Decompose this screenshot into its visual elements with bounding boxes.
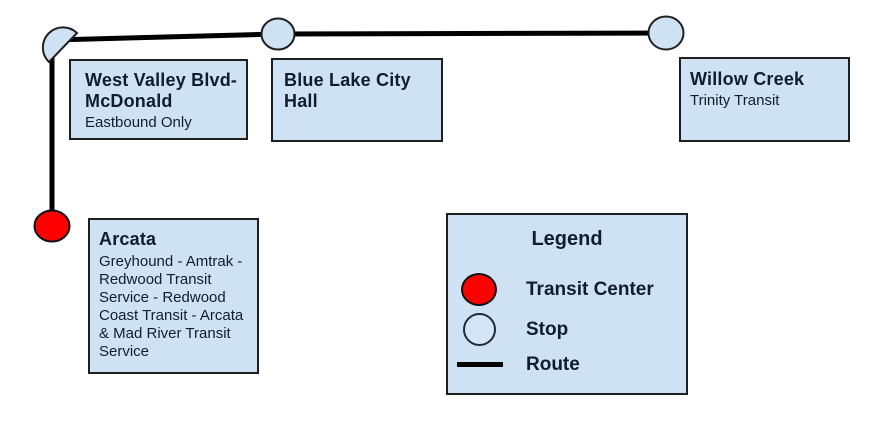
stop-subtitle: Eastbound Only [85,114,192,131]
transit-center-marker-arcata [33,209,71,243]
stop-subtitle: Trinity Transit [690,92,780,109]
legend-label-stop: Stop [526,319,569,340]
stop-subtitle: Greyhound - Amtrak - Redwood Transit Ser… [99,253,244,360]
legend-box: Legend Transit Center Stop Route [446,213,688,395]
legend-label-route: Route [526,354,580,375]
stop-box-west-valley: West Valley Blvd- McDonald Eastbound Onl… [69,59,248,140]
stop-title: Blue Lake City Hall [284,70,411,111]
stop-legend-icon [463,313,496,346]
legend-label-transit-center: Transit Center [526,279,654,300]
stop-title: Arcata [99,229,157,249]
corner-stop-marker [41,26,79,64]
stop-title: West Valley Blvd- McDonald [85,70,238,111]
route-legend-icon [457,362,503,367]
stop-title: Willow Creek [690,69,805,89]
stop-box-blue-lake: Blue Lake City Hall [271,58,443,142]
legend-title: Legend [531,228,603,250]
stop-marker-blue-lake [260,17,296,51]
stop-marker-willow-creek [647,15,685,51]
transit-center-legend-icon [461,273,497,306]
stop-box-willow-creek: Willow Creek Trinity Transit [679,57,850,142]
stop-box-arcata: Arcata Greyhound - Amtrak - Redwood Tran… [88,218,259,374]
